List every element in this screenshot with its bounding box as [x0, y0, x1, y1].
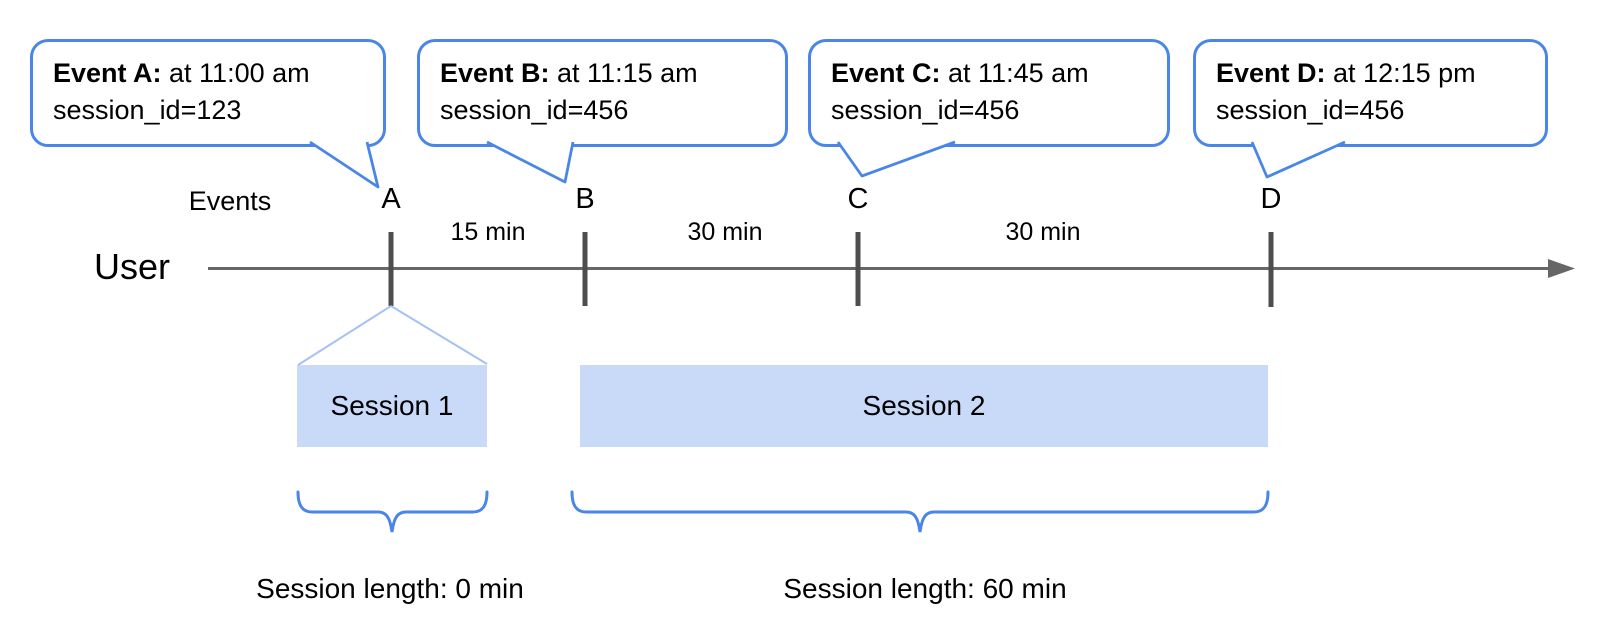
session-1-funnel-line-right [390, 305, 488, 365]
session-1-box: Session 1 [297, 365, 487, 447]
event-b-callout: Event B: at 11:15 am session_id=456 [417, 39, 788, 147]
event-a-title: Event A: [53, 58, 162, 88]
event-d-session-id: session_id=456 [1216, 95, 1405, 125]
event-c-time: at 11:45 am [940, 58, 1089, 88]
session-2-brace [570, 490, 1270, 533]
event-d-title: Event D: [1216, 58, 1326, 88]
tick-label-d: D [1260, 183, 1282, 215]
event-d-line1: Event D: at 12:15 pm [1216, 55, 1525, 92]
session-1-brace [296, 490, 489, 533]
interval-label-30min-2: 30 min [1005, 218, 1081, 246]
event-c-callout-tail [836, 140, 956, 178]
event-d-time: at 12:15 pm [1325, 58, 1476, 88]
session-1-label: Session 1 [330, 390, 454, 421]
session-1-length-label: Session length: 0 min [256, 573, 524, 604]
event-d-callout: Event D: at 12:15 pm session_id=456 [1193, 39, 1548, 147]
event-c-title: Event C: [831, 58, 941, 88]
event-d-callout-tail [1250, 140, 1346, 179]
session-1-funnel-line-left [297, 305, 392, 366]
event-a-callout: Event A: at 11:00 am session_id=123 [30, 39, 386, 147]
session-2-length-label: Session length: 60 min [783, 573, 1067, 604]
tick-label-b: B [575, 183, 595, 215]
event-a-session-id: session_id=123 [53, 95, 242, 125]
event-b-callout-tail [486, 140, 575, 184]
tick-label-a: A [381, 183, 401, 215]
event-b-title: Event B: [440, 58, 550, 88]
tick-label-c: C [847, 183, 869, 215]
interval-label-15min: 15 min [450, 218, 526, 246]
interval-label-30min-1: 30 min [687, 218, 763, 246]
events-row-label: Events [188, 186, 272, 216]
session-2-label: Session 2 [862, 390, 986, 421]
event-b-session-id: session_id=456 [440, 95, 629, 125]
session-2-box: Session 2 [580, 365, 1268, 447]
event-b-line1: Event B: at 11:15 am [440, 55, 765, 92]
event-b-time: at 11:15 am [549, 58, 698, 88]
event-c-callout: Event C: at 11:45 am session_id=456 [808, 39, 1170, 147]
event-a-line1: Event A: at 11:00 am [53, 55, 363, 92]
timeline-arrowhead-icon [1548, 259, 1575, 278]
user-row-label: User [94, 246, 171, 287]
event-c-session-id: session_id=456 [831, 95, 1020, 125]
event-c-line1: Event C: at 11:45 am [831, 55, 1147, 92]
event-a-callout-tail [309, 140, 380, 189]
event-a-time: at 11:00 am [161, 58, 310, 88]
